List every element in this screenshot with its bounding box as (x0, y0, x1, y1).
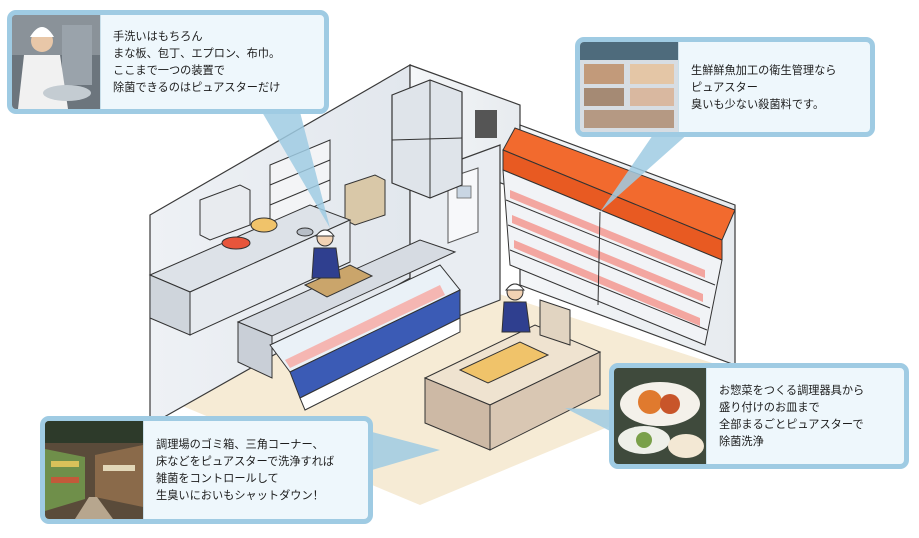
callout-fish-line-3: 臭いも少ない殺菌料です。 (691, 97, 825, 111)
callout-floor-line-2: 床などをピュアスターで洗浄すれば (156, 455, 335, 468)
callout-deli-line-3: 全部まるごとピュアスターで (719, 418, 864, 431)
callout-floor-line-1: 調理場のゴミ箱、三角コーナー、 (156, 438, 324, 451)
callout-handwash: 手洗いはもちろん まな板、包丁、エプロン、布巾。 ここまで一つの装置で 除菌でき… (7, 10, 329, 114)
callout-floor-line-3: 雑菌をコントロールして (156, 472, 279, 485)
callout-handwash-line-4: 除菌できるのはピュアスターだけ (113, 81, 281, 94)
callout-fish-line-2: ピュアスター (691, 80, 758, 94)
deli-platter-photo-icon (614, 368, 707, 464)
worker-right (501, 283, 531, 333)
callout-floor: 調理場のゴミ箱、三角コーナー、 床などをピュアスターで洗浄すれば 雑菌をコントロ… (40, 416, 373, 524)
callout-deli-line-4: 除菌洗浄 (719, 435, 764, 448)
callout-fish: 生鮮鮮魚加工の衛生管理なら ピュアスター 臭いも少ない殺菌料です。 (575, 37, 875, 137)
callout-handwash-line-1: 手洗いはもちろん (113, 30, 203, 43)
callout-floor-line-4: 生臭いにおいもシャットダウン！ (156, 489, 324, 502)
store-aisle-photo-icon (45, 421, 144, 519)
range-hood (199, 184, 251, 241)
callout-handwash-line-3: ここまで一つの装置で (113, 64, 225, 77)
pointer-handwash (262, 112, 330, 228)
pointer-floor (372, 432, 440, 470)
chef-photo-icon (12, 15, 101, 109)
pointer-fish (600, 132, 690, 212)
pointer-deli (565, 408, 612, 432)
callout-deli: お惣菜をつくる調理器具から 盛り付けのお皿まで 全部まるごとピュアスターで 除菌… (609, 363, 909, 469)
fish-display-photo-icon (580, 42, 679, 132)
callout-handwash-line-2: まな板、包丁、エプロン、布巾。 (113, 47, 281, 60)
callout-deli-line-2: 盛り付けのお皿まで (719, 401, 820, 414)
worker-left (311, 229, 341, 279)
callout-deli-line-1: お惣菜をつくる調理器具から (719, 384, 865, 397)
callout-fish-line-1: 生鮮鮮魚加工の衛生管理なら (691, 63, 837, 77)
